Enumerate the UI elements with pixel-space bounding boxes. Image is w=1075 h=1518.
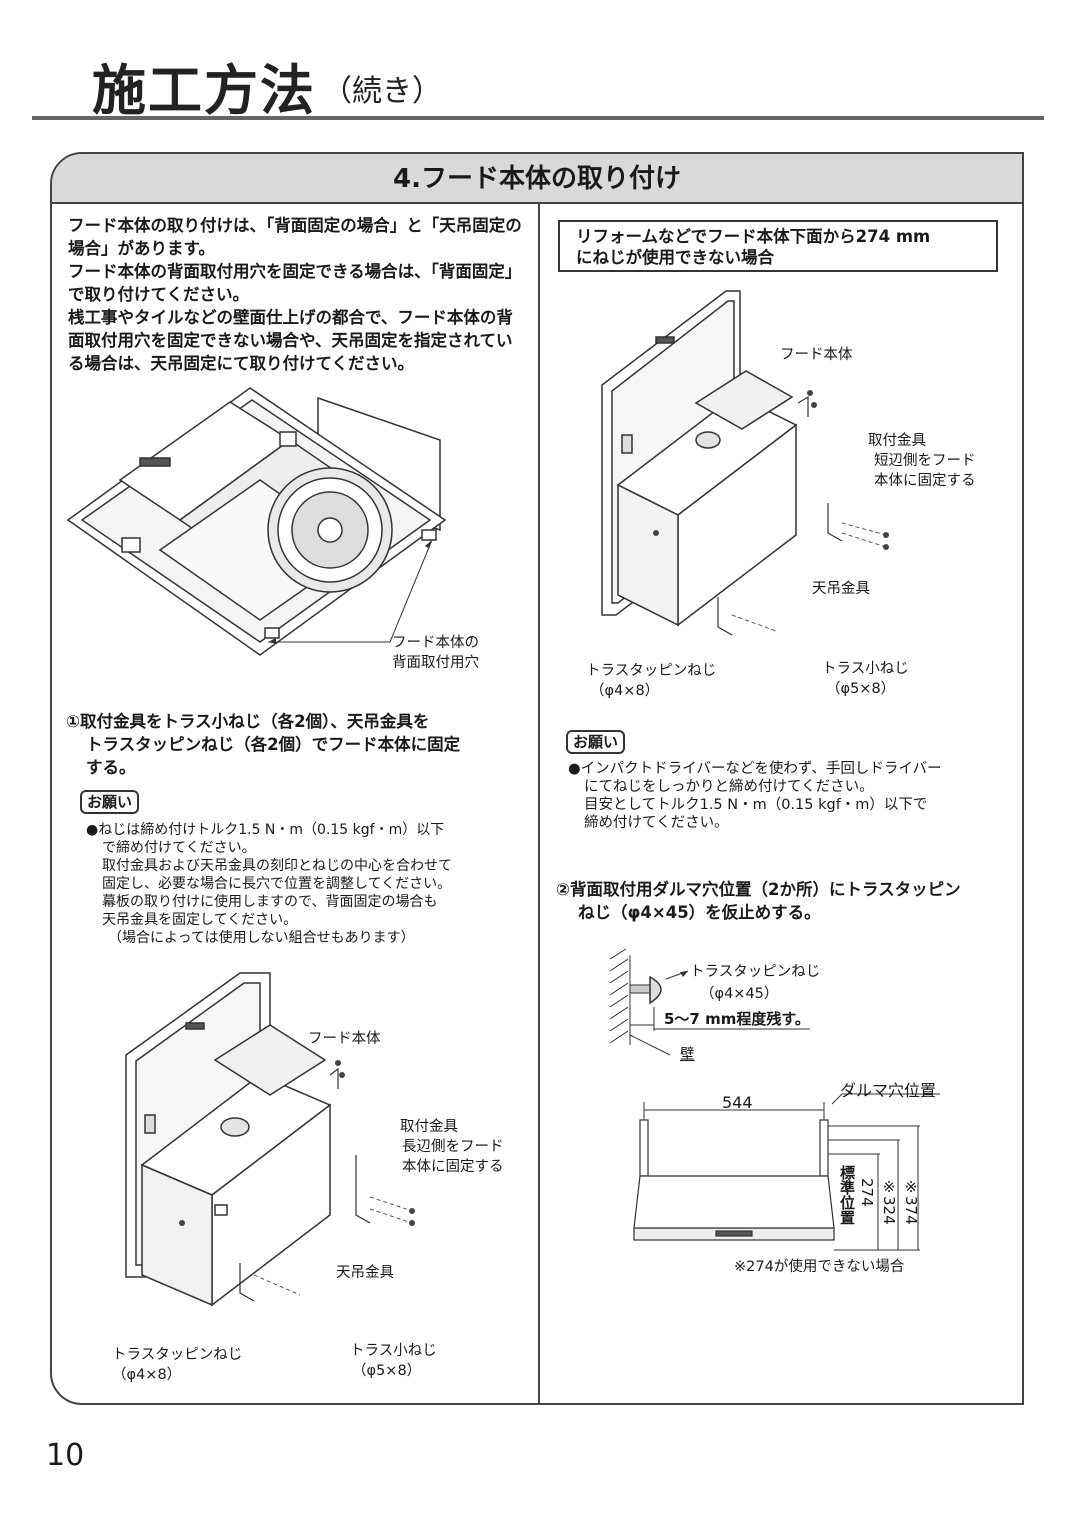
section-frame: 4.フード本体の取り付け bbox=[50, 152, 1024, 1405]
note-left: ●ねじは締め付けトルク1.5 N・m（0.15 kgf・m）以下 で締め付けてく… bbox=[86, 821, 452, 947]
hood-bracket-figure-short bbox=[601, 290, 889, 636]
note-right-line: 目安としてトルク1.5 N・m（0.15 kgf・m）以下で bbox=[584, 797, 928, 813]
fig2-hood-label: フード本体 bbox=[308, 1031, 381, 1047]
intro-para-2: フード本体の背面取付用穴を固定できる場合は、「背面固定」で取り付けてください。 bbox=[68, 262, 522, 304]
fig3-tapping-size: （φ4×8） bbox=[590, 683, 660, 699]
fig2-bracket-note-2: 本体に固定する bbox=[402, 1159, 504, 1175]
fig1-label-2: 背面取付用穴 bbox=[392, 655, 479, 671]
fig3-bracket-note-2: 本体に固定する bbox=[874, 473, 976, 489]
fig5-daruma-label: ダルマ穴位置 bbox=[840, 1081, 937, 1100]
reform-note-line-1: リフォームなどでフード本体下面から274 mm bbox=[576, 227, 931, 246]
hood-bracket-figure-long bbox=[125, 972, 415, 1307]
fig4-leave-label: 5〜7 mm程度残す。 bbox=[664, 1010, 810, 1028]
reform-note-box: リフォームなどでフード本体下面から274 mm にねじが使用できない場合 bbox=[558, 220, 998, 272]
section-heading: 4.フード本体の取り付け bbox=[52, 154, 1022, 204]
page-number: 10 bbox=[46, 1438, 85, 1473]
fig5-std-label: 標準位置 bbox=[838, 1165, 856, 1225]
fig3-machine-label: トラス小ねじ bbox=[822, 661, 909, 677]
fig3-tapping-label: トラスタッピンねじ bbox=[586, 663, 717, 679]
dimension-figure bbox=[633, 1093, 940, 1251]
step2-line-1: ②背面取付用ダルマ穴位置（2か所）にトラスタッピン bbox=[556, 880, 961, 899]
fig5-h274: 274 bbox=[858, 1178, 876, 1207]
step2-line-2: ねじ（φ4×45）を仮止めする。 bbox=[578, 903, 821, 922]
note-left-line: （場合によっては使用しない組合せもあります） bbox=[108, 930, 415, 946]
fig5-h324: ※324 bbox=[880, 1178, 898, 1225]
fig2-bracket-note-1: 長辺側をフード bbox=[402, 1139, 504, 1155]
note-left-line: で締め付けてください。 bbox=[102, 840, 256, 856]
step1-line-2: トラスタッピンねじ（各2個）でフード本体に固定 bbox=[86, 735, 461, 754]
fig3-machine-size: （φ5×8） bbox=[826, 681, 896, 697]
fig4-screw-size: （φ4×45） bbox=[700, 986, 779, 1002]
fig2-hanger-label: 天吊金具 bbox=[336, 1265, 394, 1281]
fig2-machine-size: （φ5×8） bbox=[352, 1363, 422, 1379]
fig5-h374: ※374 bbox=[902, 1178, 920, 1225]
note-left-line: 取付金具および天吊金具の刻印とねじの中心を合わせて bbox=[102, 858, 452, 874]
fig5-footnote: ※274が使用できない場合 bbox=[734, 1259, 905, 1275]
fig5-width: 544 bbox=[722, 1093, 753, 1112]
note-right-line: 締め付けてください。 bbox=[584, 815, 729, 831]
fig2-bracket-label: 取付金具 bbox=[400, 1119, 458, 1135]
page-subtitle: （続き） bbox=[322, 74, 442, 109]
intro-para-3: 桟工事やタイルなどの壁面仕上げの都合で、フード本体の背面取付用穴を固定できない場… bbox=[68, 308, 513, 373]
fig3-hood-label: フード本体 bbox=[780, 347, 853, 363]
wall-screw-figure bbox=[609, 948, 810, 1056]
fig2-tapping-size: （φ4×8） bbox=[112, 1367, 182, 1383]
hood-underside-figure bbox=[66, 387, 447, 656]
step1-line-1: ①取付金具をトラス小ねじ（各2個）、天吊金具を bbox=[66, 712, 430, 731]
note-right-line: ●インパクトドライバーなどを使わず、手回しドライバー bbox=[568, 761, 942, 777]
fig3-bracket-note-1: 短辺側をフード bbox=[874, 453, 976, 469]
fig3-bracket-label: 取付金具 bbox=[868, 433, 926, 449]
note-right: ●インパクトドライバーなどを使わず、手回しドライバー にてねじをしっかりと締め付… bbox=[568, 760, 942, 832]
note-label-left: お願い bbox=[80, 790, 140, 814]
note-left-line: 幕板の取り付けに使用しますので、背面固定の場合も bbox=[102, 894, 438, 910]
intro-para-1: フード本体の取り付けは、「背面固定の場合」と「天吊固定の場合」があります。 bbox=[68, 216, 522, 258]
intro-text: フード本体の取り付けは、「背面固定の場合」と「天吊固定の場合」があります。 フー… bbox=[68, 214, 528, 375]
step1-line-3: する。 bbox=[86, 758, 136, 777]
note-left-line: 天吊金具を固定してください。 bbox=[102, 912, 298, 928]
fig2-tapping-label: トラスタッピンねじ bbox=[112, 1347, 243, 1363]
note-left-line: ●ねじは締め付けトルク1.5 N・m（0.15 kgf・m）以下 bbox=[86, 822, 445, 838]
page-title: 施工方法 bbox=[92, 59, 316, 122]
note-right-line: にてねじをしっかりと締め付けてください。 bbox=[584, 779, 874, 795]
note-left-line: 固定し、必要な場合に長穴で位置を調整してください。 bbox=[102, 876, 452, 892]
fig2-machine-label: トラス小ねじ bbox=[350, 1343, 437, 1359]
fig3-hanger-label: 天吊金具 bbox=[812, 581, 870, 597]
fig1-label-1: フード本体の bbox=[392, 635, 479, 651]
note-label-right: お願い bbox=[566, 730, 626, 754]
title-rule bbox=[32, 116, 1044, 120]
fig4-wall-label: 壁 bbox=[680, 1047, 695, 1063]
reform-note-line-2: にねじが使用できない場合 bbox=[576, 248, 774, 267]
column-divider bbox=[538, 204, 540, 1403]
fig4-screw-label: トラスタッピンねじ bbox=[690, 964, 821, 980]
